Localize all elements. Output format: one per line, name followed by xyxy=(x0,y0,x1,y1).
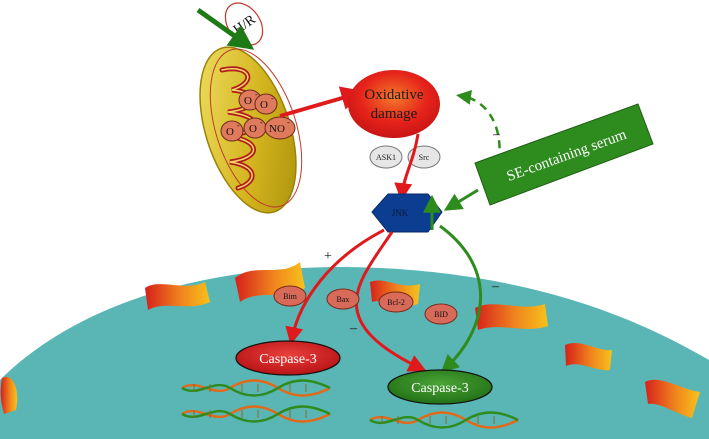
hr-arrow xyxy=(196,7,255,50)
ros-cluster: O - O - O - O - NO - xyxy=(220,89,296,142)
sign-minus-right: – xyxy=(491,279,500,294)
bid-label: BID xyxy=(434,310,448,319)
ros-charge: - xyxy=(255,90,258,99)
membrane-ribbon xyxy=(145,282,210,310)
ros-charge: - xyxy=(260,118,263,127)
ros-label: NO xyxy=(269,123,285,135)
ros-charge: - xyxy=(271,94,274,103)
caspase3-red-node: Caspase-3 xyxy=(235,340,341,376)
ros-charge: - xyxy=(237,121,240,130)
ros-bubble: O - xyxy=(254,93,278,115)
bcl2-label: Bcl-2 xyxy=(387,298,405,307)
bid-node: BID xyxy=(424,303,458,325)
oxidative-damage-label-line2: damage xyxy=(371,106,418,122)
sign-minus-center: – xyxy=(349,321,358,336)
bim-node: Bim xyxy=(273,285,307,307)
ros-label: O xyxy=(226,126,234,138)
src-node: Src xyxy=(407,145,441,169)
ros-bubble: NO - xyxy=(264,116,296,140)
jnk-node: JNK xyxy=(371,193,443,233)
ask1-node: ASK1 xyxy=(369,145,403,169)
oxidative-damage-node: Oxidative damage xyxy=(348,70,440,138)
bax-node: Bax xyxy=(326,288,360,310)
dna-helix-right xyxy=(369,411,519,429)
membrane-ribbon xyxy=(645,379,700,418)
ros-bubble: O - xyxy=(220,120,244,142)
caspase3-green-node: Caspase-3 xyxy=(387,369,493,405)
sign-plus: + xyxy=(324,249,332,264)
damage-to-jnk-arrow xyxy=(394,133,420,202)
dna-helix-left xyxy=(181,379,331,423)
caspase3-green-label: Caspase-3 xyxy=(411,381,469,396)
ros-label: O xyxy=(260,99,268,111)
bim-label: Bim xyxy=(283,292,298,301)
bcl2-node: Bcl-2 xyxy=(378,291,414,313)
ros-to-damage-arrow xyxy=(279,86,366,118)
jnk-to-caspase-left-arrow xyxy=(285,228,385,346)
membrane-ribbon xyxy=(0,376,18,414)
membrane-ribbon xyxy=(565,343,612,371)
caspase3-red-label: Caspase-3 xyxy=(259,352,317,367)
treatment-arrow-shape: SE-containing serum xyxy=(474,103,654,206)
ros-label: O xyxy=(244,95,252,107)
membrane-ribbon xyxy=(475,304,548,330)
ros-label: O xyxy=(249,123,257,135)
treatment-to-jnk-arrow xyxy=(443,188,479,211)
ros-charge: - xyxy=(287,118,290,127)
sign-minus-treatment: – xyxy=(492,127,501,142)
jnk-to-caspase-right-green-arrow xyxy=(439,224,482,373)
oxidative-damage-label-line1: Oxidative xyxy=(364,87,423,103)
src-label: Src xyxy=(419,153,430,162)
bax-label: Bax xyxy=(337,295,350,304)
hr-stimulus: H/R xyxy=(196,2,264,50)
jnk-label: JNK xyxy=(392,208,409,218)
ask1-label: ASK1 xyxy=(376,153,396,162)
ros-bubble: O - xyxy=(243,117,267,139)
